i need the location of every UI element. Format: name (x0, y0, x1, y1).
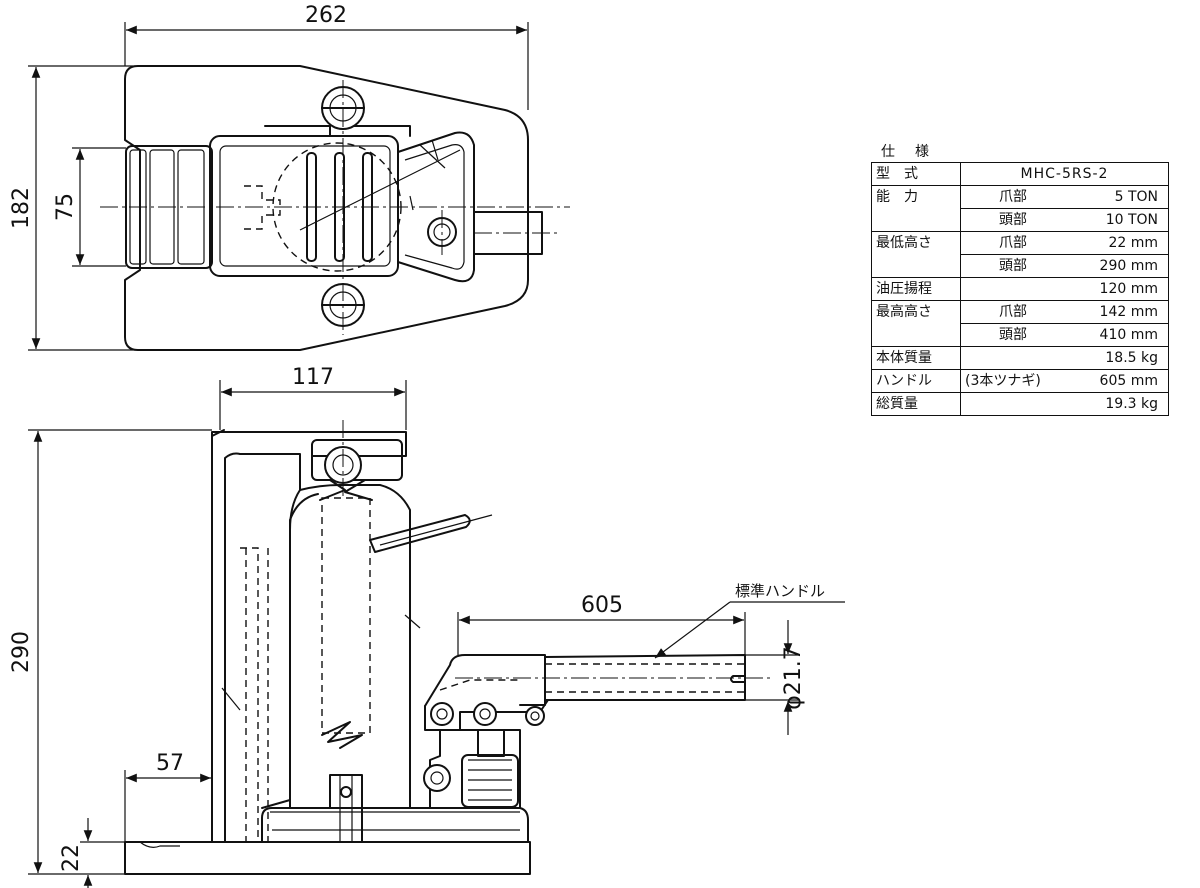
top-dimensions: 262 182 75 (9, 3, 529, 351)
dim-handle-diameter: φ21.7 (781, 646, 806, 710)
spec-sub (960, 346, 1065, 370)
spec-value: 5 TON (1065, 185, 1169, 209)
top-view (100, 65, 570, 351)
spec-row: 頭部 410 mm (871, 323, 1169, 347)
spec-row: 総質量 19.3 kg (871, 392, 1169, 416)
side-view (124, 420, 770, 875)
spec-sub (960, 392, 1065, 416)
spec-table: 仕様 型 式 MHC-5RS-2 能 力 爪部 5 TON 頭部 10 TON … (871, 142, 1169, 416)
spec-name: 能 力 (871, 185, 961, 209)
spec-row: 頭部 290 mm (871, 254, 1169, 278)
spec-value: 22 mm (1065, 231, 1169, 255)
spec-sub (960, 277, 1065, 301)
spec-sub: 爪部 (960, 300, 1065, 324)
side-dimensions: 117 290 57 22 605 φ21.7 標準ハンドル (9, 365, 845, 888)
spec-name (871, 323, 961, 347)
dim-top-inner: 75 (53, 193, 78, 221)
spec-value: 10 TON (1065, 208, 1169, 232)
spec-row: 本体質量 18.5 kg (871, 346, 1169, 370)
spec-sub: 頭部 (960, 323, 1065, 347)
dim-handle-length: 605 (581, 593, 623, 618)
dim-claw-offset: 57 (156, 751, 184, 776)
dim-top-width: 262 (305, 3, 347, 28)
dim-claw-height: 22 (59, 844, 84, 872)
spec-value: 120 mm (1065, 277, 1169, 301)
spec-model-value: MHC-5RS-2 (960, 162, 1169, 186)
spec-sub: (3本ツナギ) (960, 369, 1065, 393)
spec-value: 18.5 kg (1065, 346, 1169, 370)
spec-name (871, 254, 961, 278)
spec-name: 油圧揚程 (871, 277, 961, 301)
dim-side-width: 117 (292, 365, 334, 390)
dim-top-height: 182 (9, 187, 34, 229)
spec-row-model: 型 式 MHC-5RS-2 (871, 162, 1169, 186)
spec-name: 総質量 (871, 392, 961, 416)
spec-row: 油圧揚程 120 mm (871, 277, 1169, 301)
spec-value: 142 mm (1065, 300, 1169, 324)
spec-grid: 型 式 MHC-5RS-2 能 力 爪部 5 TON 頭部 10 TON 最低高… (871, 162, 1169, 416)
spec-sub: 爪部 (960, 185, 1065, 209)
spec-row: ハンドル (3本ツナギ) 605 mm (871, 369, 1169, 393)
spec-name: ハンドル (871, 369, 961, 393)
spec-value: 410 mm (1065, 323, 1169, 347)
spec-name: 最低高さ (871, 231, 961, 255)
spec-row: 能 力 爪部 5 TON (871, 185, 1169, 209)
handle-callout-label: 標準ハンドル (735, 582, 825, 600)
spec-caption: 仕様 (881, 144, 949, 160)
spec-value: 19.3 kg (1065, 392, 1169, 416)
spec-row: 頭部 10 TON (871, 208, 1169, 232)
spec-name: 本体質量 (871, 346, 961, 370)
spec-sub: 頭部 (960, 208, 1065, 232)
spec-name: 最高高さ (871, 300, 961, 324)
spec-sub: 頭部 (960, 254, 1065, 278)
spec-value: 605 mm (1065, 369, 1169, 393)
spec-row: 最高高さ 爪部 142 mm (871, 300, 1169, 324)
spec-value: 290 mm (1065, 254, 1169, 278)
spec-sub: 爪部 (960, 231, 1065, 255)
spec-model-label: 型 式 (871, 162, 961, 186)
spec-name (871, 208, 961, 232)
spec-row: 最低高さ 爪部 22 mm (871, 231, 1169, 255)
dim-side-height: 290 (9, 631, 34, 673)
